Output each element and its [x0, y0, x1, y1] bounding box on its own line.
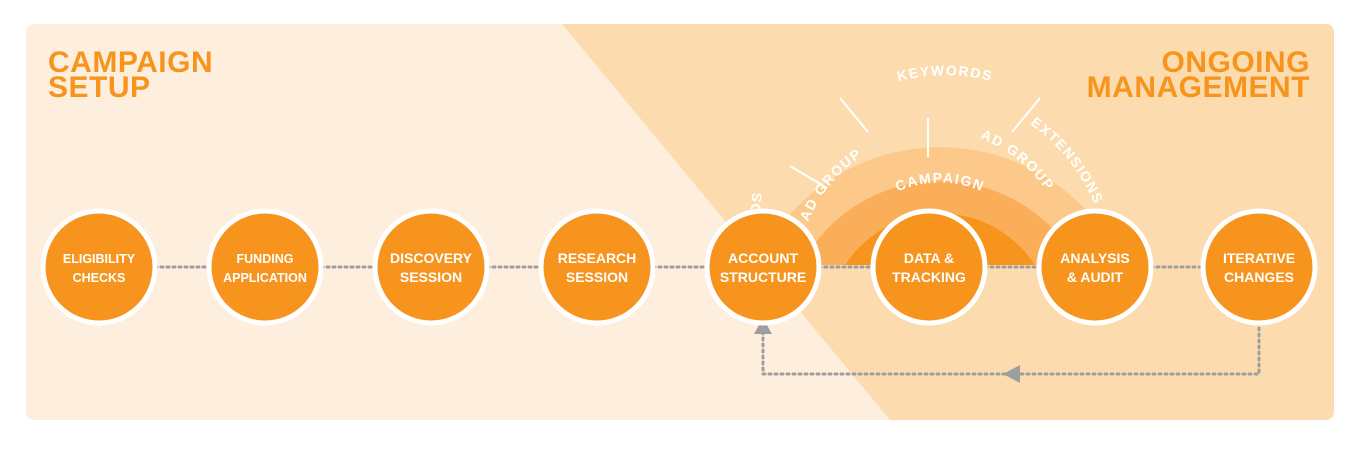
step-label: DISCOVERY — [390, 250, 473, 266]
step-discovery-session: DISCOVERY SESSION — [372, 208, 490, 326]
step-circle — [206, 208, 324, 326]
campaign-setup-heading: CAMPAIGN SETUP — [48, 46, 214, 104]
middle-band — [801, 180, 1079, 265]
loop-arrow-up-icon — [754, 318, 772, 334]
heading-line: SETUP — [48, 71, 151, 104]
step-circles: ELIGIBILITY CHECKS FUNDING APPLICATION DISCO… — [40, 208, 1318, 326]
step-label: APPLICATION — [223, 271, 307, 285]
step-label: CHECKS — [73, 271, 126, 285]
step-research-session: RESEARCH SESSION — [538, 208, 656, 326]
outer-divider-1 — [789, 165, 828, 189]
step-analysis-audit: ANALYSIS & AUDIT — [1036, 208, 1154, 326]
step-label: ITERATIVE — [1223, 250, 1295, 266]
step-circle — [870, 208, 988, 326]
step-iterative-changes: ITERATIVE CHANGES — [1200, 208, 1318, 326]
step-data-tracking: DATA & TRACKING — [870, 208, 988, 326]
heading-line: MANAGEMENT — [1086, 71, 1310, 104]
step-circle — [704, 208, 822, 326]
step-label: ANALYSIS — [1060, 250, 1130, 266]
step-circle — [538, 208, 656, 326]
outer-divider-3 — [1011, 97, 1041, 133]
step-eligibility-checks: ELIGIBILITY CHECKS — [40, 208, 158, 326]
step-label: SESSION — [566, 269, 628, 285]
step-funding-application: FUNDING APPLICATION — [206, 208, 324, 326]
step-circle — [1036, 208, 1154, 326]
step-label: CHANGES — [1224, 269, 1294, 285]
step-label: ELIGIBILITY — [63, 252, 136, 266]
feedback-loop — [754, 318, 1261, 383]
step-label: RESEARCH — [558, 250, 637, 266]
heading-line: ONGOING — [1161, 46, 1310, 79]
step-label: SESSION — [400, 269, 462, 285]
heading-line: CAMPAIGN — [48, 46, 214, 79]
step-circle — [1200, 208, 1318, 326]
step-label: TRACKING — [892, 269, 966, 285]
step-label: ACCOUNT — [728, 250, 798, 266]
step-circle — [40, 208, 158, 326]
ongoing-management-heading: ONGOING MANAGEMENT — [1086, 46, 1310, 104]
outer-divider-2 — [839, 97, 869, 133]
step-circle — [372, 208, 490, 326]
loop-arrow-left-icon — [1003, 365, 1020, 383]
step-label: DATA & — [904, 250, 954, 266]
step-label: & AUDIT — [1067, 269, 1124, 285]
step-label: STRUCTURE — [720, 269, 806, 285]
keywords-label: KEYWORDS — [895, 62, 994, 84]
step-label: FUNDING — [237, 252, 294, 266]
step-account-structure: ACCOUNT STRUCTURE — [704, 208, 822, 326]
outer-band — [757, 147, 1123, 265]
